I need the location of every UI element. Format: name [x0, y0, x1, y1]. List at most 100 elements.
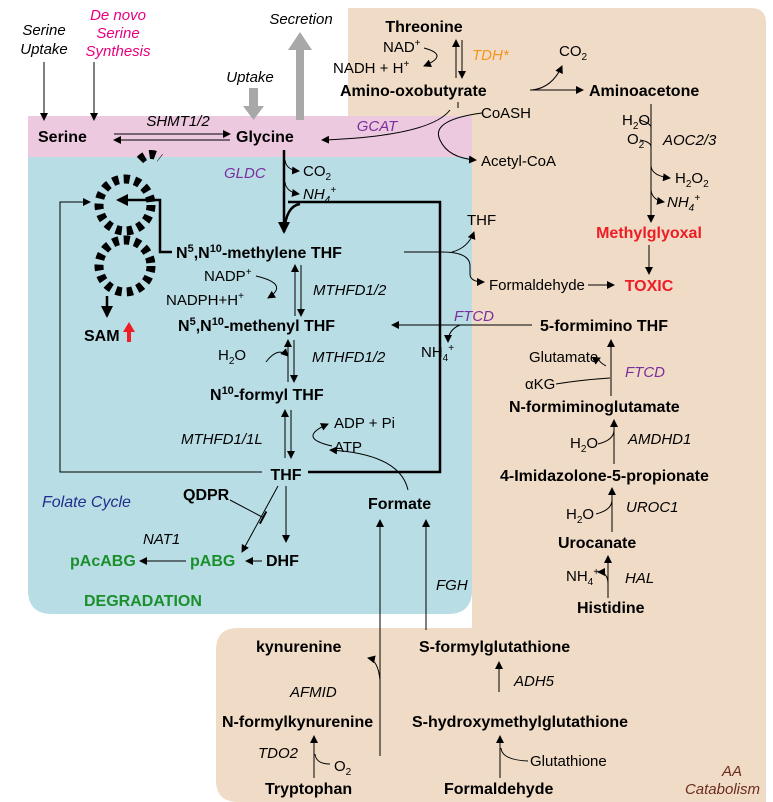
hal-enzyme: HAL	[625, 570, 654, 587]
methylene-to-thf-formaldehyde	[404, 251, 485, 286]
qdpr-inhibition	[229, 499, 268, 525]
nad-arc	[423, 47, 438, 67]
sam-increase-arrow-icon	[123, 322, 135, 342]
nh4-ftcd-arc	[444, 324, 461, 343]
co2-gldc: CO2	[303, 163, 332, 183]
tdo2-enzyme: TDO2	[258, 745, 299, 762]
imidazolone: 4-Imidazolone-5-propionate	[500, 468, 709, 485]
formaldehyde-bottom: Formaldehyde	[444, 781, 553, 798]
ftcd-enzyme-1: FTCD	[454, 308, 494, 325]
nh4-gldc: NH4+	[303, 185, 336, 206]
kynurenine-release-arc	[367, 655, 381, 681]
thf-loop-to-sam	[59, 198, 262, 473]
glutathione: Glutathione	[530, 753, 607, 770]
akg-glutamate-arc	[555, 358, 611, 385]
serine-uptake-label-2: Uptake	[20, 41, 68, 58]
qdpr: QDPR	[183, 487, 230, 504]
sam: SAM	[84, 328, 120, 345]
h2o-amdhd-arc	[597, 429, 615, 445]
aminoacetone: Aminoacetone	[589, 83, 699, 100]
fgh-enzyme: FGH	[436, 577, 468, 594]
o2-aoc-arc	[639, 139, 652, 149]
h2o-aoc: H2O	[622, 112, 650, 132]
nadp-arc	[255, 275, 278, 299]
glutamate: Glutamate	[529, 349, 598, 366]
secretion-arrow	[288, 32, 312, 120]
formyl-thf: N10-formyl THF	[210, 385, 324, 404]
mthfd-enzyme-1: MTHFD1/2	[313, 282, 387, 299]
h2o-mthfd-arc	[265, 348, 289, 363]
h2o2-release-arc	[650, 165, 671, 182]
thf-right: THF	[467, 212, 496, 229]
adp-pi: ADP + Pi	[334, 415, 395, 432]
amino-oxobutyrate: Amino-oxobutyrate	[340, 83, 487, 100]
n-formylkynurenine: N-formylkynurenine	[222, 714, 373, 731]
coash: CoASH	[481, 105, 531, 122]
co2-gldc-arc	[284, 159, 300, 175]
toxic: TOXIC	[625, 278, 674, 295]
serine: Serine	[38, 129, 87, 146]
mthfd-enzyme-2: MTHFD1/2	[312, 349, 386, 366]
thf-center: THF	[270, 467, 301, 484]
nh4-aoc-release-arc	[650, 189, 665, 205]
methylene-to-sam-bold	[116, 194, 172, 254]
afmid-enzyme: AFMID	[289, 684, 337, 701]
h2o-mthfd: H2O	[218, 347, 246, 367]
o2-tdo-arc	[314, 753, 331, 765]
folate-cycle-label: Folate Cycle	[42, 494, 131, 511]
co2-top: CO2	[559, 43, 588, 63]
methylene-thf: N5,N10-methylene THF	[176, 243, 342, 262]
serine-uptake-label-1: Serine	[22, 22, 65, 39]
h2o-aoc-arc	[639, 119, 652, 129]
pabg: pABG	[190, 553, 235, 570]
aa-catabolism-label-2: Catabolism	[685, 781, 760, 798]
nad: NAD+	[383, 38, 421, 56]
uptake-label: Uptake	[226, 69, 274, 86]
urocanate: Urocanate	[558, 535, 636, 552]
s-hydroxymethylglutathione: S-hydroxymethylglutathione	[412, 714, 628, 731]
glutathione-arc	[500, 747, 529, 762]
nh4-gldc-arc	[284, 181, 300, 197]
o2-tdo: O2	[334, 758, 352, 778]
uroc-enzyme: UROC1	[626, 499, 679, 516]
ftcd-enzyme-2: FTCD	[625, 364, 665, 381]
sam-coil-icon	[94, 150, 163, 297]
nh4-aoc: NH4+	[667, 193, 700, 214]
atp: ATP	[334, 439, 362, 456]
secretion-label: Secretion	[269, 11, 332, 28]
formate-to-formyl-arrow	[329, 446, 409, 491]
nh4-hal-release-arc	[597, 568, 609, 585]
mthfd-enzyme-3: MTHFD1/1L	[181, 431, 263, 448]
h2o-amdhd: H2O	[570, 435, 598, 455]
aa-catabolism-right-column	[472, 110, 766, 630]
gldc-enzyme: GLDC	[224, 165, 266, 182]
amdhd-enzyme: AMDHD1	[627, 431, 691, 448]
tdh-enzyme: TDH*	[472, 47, 510, 64]
nh4-ftcd: NH4+	[421, 343, 454, 364]
formate: Formate	[368, 496, 431, 513]
h2o-uroc: H2O	[566, 506, 594, 526]
nat1-enzyme: NAT1	[143, 531, 180, 548]
formiminoglutamate: N-formiminoglutamate	[509, 399, 680, 416]
formaldehyde-mid: Formaldehyde	[489, 277, 585, 294]
thf-to-pabg-arrow	[241, 485, 279, 553]
tryptophan: Tryptophan	[265, 781, 352, 798]
glycine: Glycine	[236, 129, 294, 146]
degradation-label: DEGRADATION	[84, 593, 202, 610]
acetyl-coa: Acetyl-CoA	[481, 153, 556, 170]
de-novo-label-1: De novo	[90, 7, 146, 24]
threonine: Threonine	[385, 19, 462, 36]
folate-cycle-region	[28, 157, 472, 614]
atp-arc	[312, 423, 333, 447]
methenyl-thf: N5,N10-methenyl THF	[178, 316, 335, 335]
pacabg: pAcABG	[70, 553, 136, 570]
thf-release-arc	[451, 231, 476, 253]
s-formylglutathione: S-formylglutathione	[419, 639, 570, 656]
gcat-arrow	[321, 109, 451, 144]
adh5-enzyme: ADH5	[513, 673, 555, 690]
coash-arc	[438, 112, 483, 164]
glycine-band	[28, 116, 472, 157]
formimino-thf: 5-formimino THF	[540, 318, 668, 335]
akg: αKG	[525, 376, 555, 393]
nadh: NADH + H+	[333, 59, 409, 77]
